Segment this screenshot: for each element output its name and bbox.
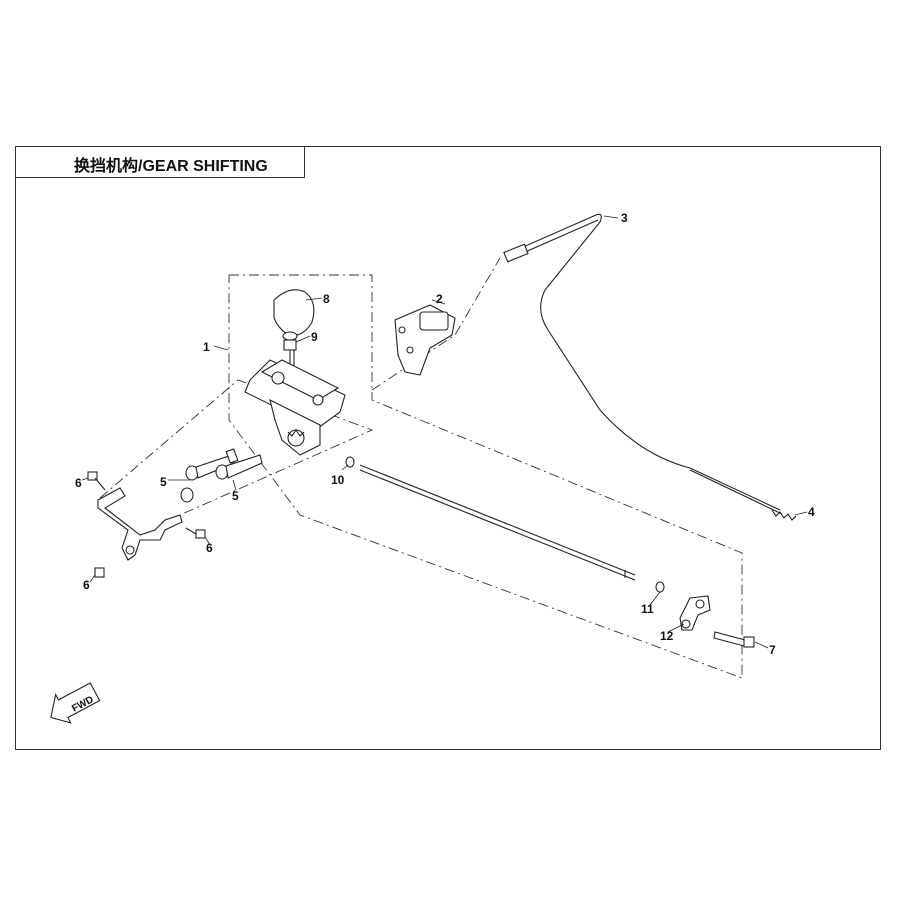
title-box: 换挡机构/GEAR SHIFTING <box>15 146 305 178</box>
leader-lines <box>81 215 808 649</box>
callout-4: 4 <box>808 505 815 519</box>
shift-knob <box>273 289 315 341</box>
shifter-assembly <box>244 359 346 456</box>
shift-cable <box>503 213 783 515</box>
callout-8: 8 <box>323 292 330 306</box>
cable-bracket <box>394 304 456 376</box>
arm-bolt <box>713 631 755 648</box>
washer-left <box>345 456 355 468</box>
shift-rod <box>359 464 636 581</box>
callout-3: 3 <box>621 211 628 225</box>
group-outline-shifter <box>228 274 743 679</box>
bolt-short <box>180 454 263 503</box>
callout-9: 9 <box>311 330 318 344</box>
callout-5b: 5 <box>232 489 239 503</box>
callout-6c: 6 <box>83 578 90 592</box>
callout-7: 7 <box>769 643 776 657</box>
group-outline-bracket <box>99 379 374 516</box>
callout-11: 11 <box>641 602 654 616</box>
bolt-long <box>185 448 239 481</box>
callout-2: 2 <box>436 292 443 306</box>
diagram-frame <box>15 146 881 750</box>
shift-arm <box>679 595 711 631</box>
cable-spring <box>771 509 797 521</box>
callout-12: 12 <box>660 629 674 643</box>
knob-nut <box>283 339 297 351</box>
page-title: 换挡机构/GEAR SHIFTING <box>74 158 268 175</box>
small-bolt-bottom <box>94 567 105 578</box>
washer-right <box>655 581 665 593</box>
callout-5a: 5 <box>160 475 167 489</box>
callout-1: 1 <box>203 340 210 354</box>
callout-6b: 6 <box>206 541 213 555</box>
fwd-arrow-icon: FWD <box>50 682 101 724</box>
mounting-bracket <box>97 487 183 561</box>
callout-6a: 6 <box>75 476 82 490</box>
small-bolt-top <box>87 471 106 491</box>
callout-10: 10 <box>331 473 345 487</box>
small-bolt-right <box>185 527 206 539</box>
